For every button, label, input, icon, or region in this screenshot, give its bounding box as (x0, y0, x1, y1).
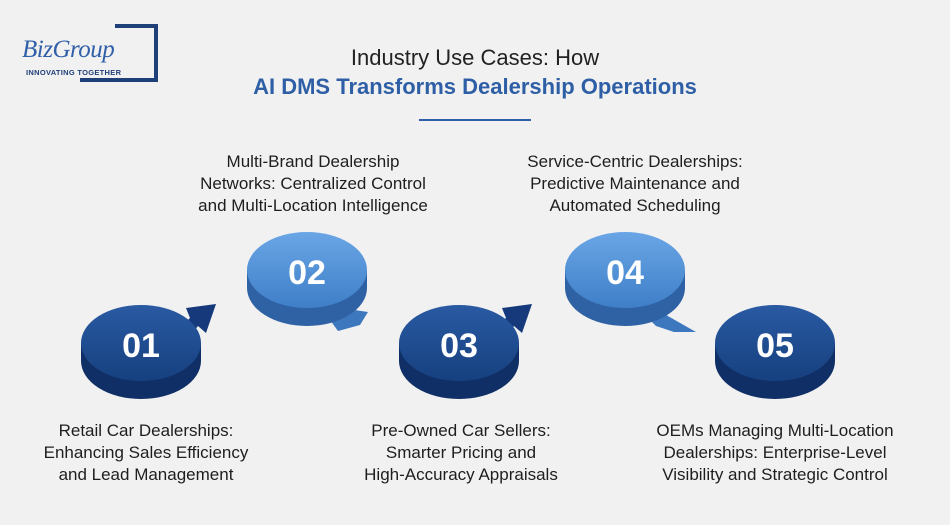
step-01-label-line: Retail Car Dealerships: (58, 421, 234, 440)
step-01-label-line: Enhancing Sales Efficiency (43, 443, 249, 462)
step-03-disc: 03 (399, 304, 532, 399)
step-03-number: 03 (440, 327, 478, 365)
step-04-disc: 04 (565, 232, 696, 332)
step-05-label: OEMs Managing Multi-Location Dealerships… (625, 420, 925, 486)
step-03-label-line: High-Accuracy Appraisals (364, 465, 558, 484)
step-03-label-line: Smarter Pricing and (385, 443, 537, 462)
step-05-number: 05 (756, 327, 794, 365)
step-02-label-line: Multi-Brand Dealership (226, 152, 400, 171)
step-05-label-line: Visibility and Strategic Control (662, 465, 888, 484)
logo-wordmark: BizGroup (22, 36, 115, 63)
step-01-number: 01 (122, 327, 160, 365)
bizgroup-logo: BizGroup INNOVATING TOGETHER (22, 24, 158, 84)
step-02-label-line: and Multi-Location Intelligence (198, 196, 428, 215)
step-01-label-line: and Lead Management (58, 465, 234, 484)
logo-frame-underline (80, 78, 158, 82)
step-02-number: 02 (288, 254, 326, 292)
step-02-label: Multi-Brand Dealership Networks: Central… (163, 151, 463, 217)
step-05-label-line: OEMs Managing Multi-Location (656, 421, 894, 440)
step-04-label-line: Automated Scheduling (549, 196, 721, 215)
title-underline (419, 119, 531, 121)
step-01-label: Retail Car Dealerships: Enhancing Sales … (16, 420, 276, 486)
step-01-disc: 01 (81, 304, 216, 399)
step-02-disc: 02 (247, 232, 368, 331)
page-title-line-1: Industry Use Cases: How (350, 45, 600, 70)
step-03-label: Pre-Owned Car Sellers: Smarter Pricing a… (326, 420, 596, 486)
step-05-disc: 05 (715, 305, 835, 399)
step-03-label-line: Pre-Owned Car Sellers: (371, 421, 551, 440)
page-title-line-2: AI DMS Transforms Dealership Operations (253, 74, 697, 99)
step-04-label-line: Predictive Maintenance and (530, 174, 740, 193)
step-04-label: Service-Centric Dealerships: Predictive … (490, 151, 780, 217)
step-02-label-line: Networks: Centralized Control (200, 174, 426, 193)
step-05-label-line: Dealerships: Enterprise-Level (663, 443, 887, 462)
logo-tagline: INNOVATING TOGETHER (26, 68, 122, 77)
step-04-number: 04 (606, 254, 644, 292)
step-04-label-line: Service-Centric Dealerships: (527, 152, 743, 171)
